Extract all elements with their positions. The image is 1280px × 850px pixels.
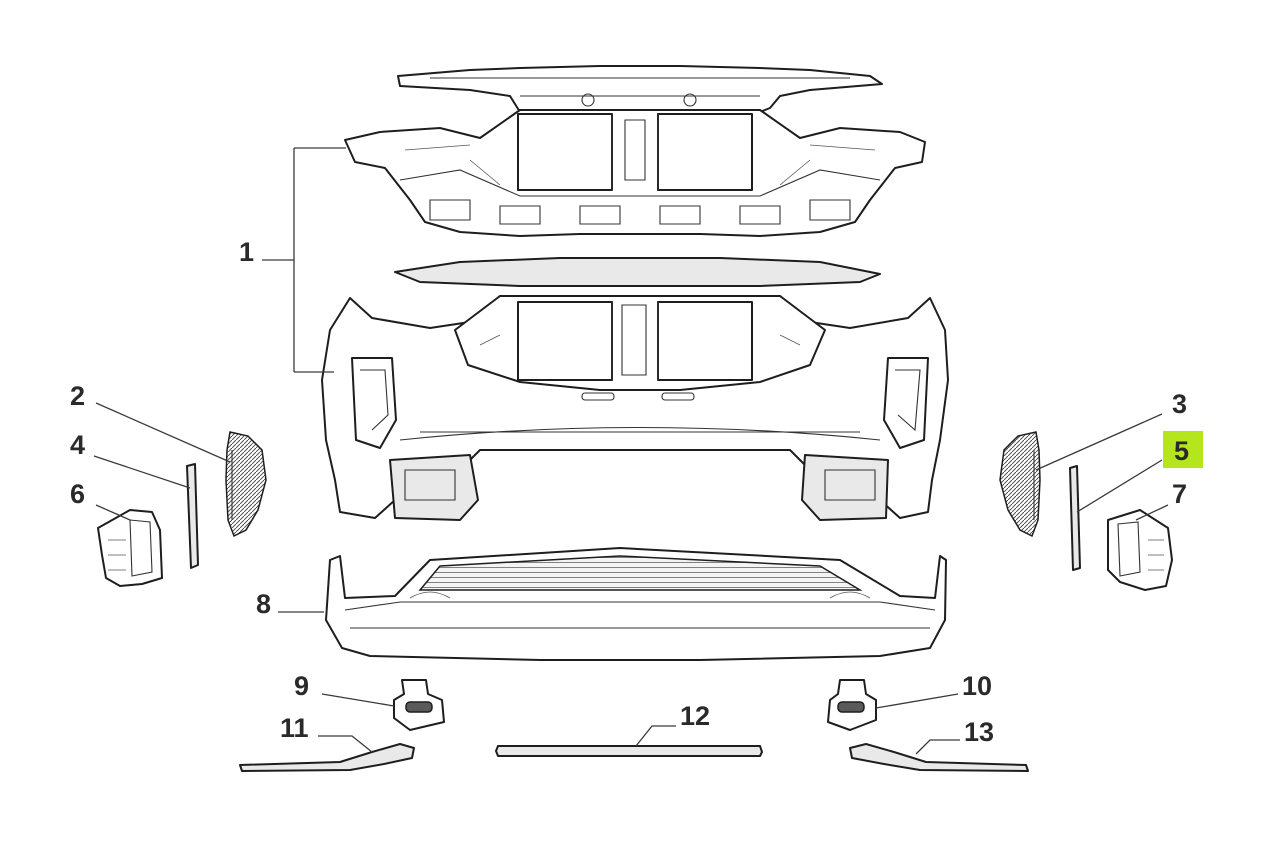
- part-12-center-lower-strip[interactable]: [495, 745, 763, 757]
- callout-1[interactable]: 1: [239, 237, 254, 267]
- leader-7: [1135, 504, 1169, 521]
- callout-2[interactable]: 2: [70, 381, 85, 411]
- leader-9: [321, 693, 395, 707]
- part-1-upper-crossmember[interactable]: [344, 65, 926, 237]
- callout-9[interactable]: 9: [294, 671, 309, 701]
- callout-10[interactable]: 10: [962, 671, 992, 701]
- callout-3[interactable]: 3: [1172, 389, 1187, 419]
- part-5-right-trim-strip[interactable]: [1069, 465, 1081, 571]
- part-11-left-lower-trim[interactable]: [239, 743, 415, 772]
- leader-12: [635, 725, 676, 747]
- leader-3: [1035, 413, 1163, 471]
- part-6-left-fog-bracket[interactable]: [97, 509, 163, 587]
- leader-5: [1076, 459, 1163, 513]
- callout-8[interactable]: 8: [256, 589, 271, 619]
- part-10-right-bracket[interactable]: [827, 679, 877, 731]
- part-13-right-lower-trim[interactable]: [849, 743, 1029, 772]
- part-2-left-grille-insert[interactable]: [225, 431, 267, 538]
- callout-5-highlight: [1163, 431, 1203, 468]
- callout-7[interactable]: 7: [1172, 479, 1187, 509]
- leader-11: [318, 735, 373, 753]
- leader-4: [93, 455, 191, 489]
- leader-lines: [93, 147, 1169, 755]
- leader-6: [95, 504, 131, 521]
- callout-11[interactable]: 11: [280, 713, 309, 743]
- callout-5[interactable]: 5: [1174, 436, 1189, 466]
- part-3-right-grille-insert[interactable]: [999, 431, 1041, 538]
- callout-4[interactable]: 4: [70, 430, 85, 460]
- part-9-left-bracket[interactable]: [393, 679, 445, 731]
- part-8-lower-bumper-skid[interactable]: [325, 547, 947, 661]
- part-1-upper-trim-strip[interactable]: [394, 257, 881, 287]
- part-1-bumper-cover[interactable]: [321, 295, 949, 521]
- part-7-right-fog-bracket[interactable]: [1107, 509, 1173, 591]
- callout-13[interactable]: 13: [964, 717, 994, 747]
- callout-6[interactable]: 6: [70, 479, 85, 509]
- leader-10: [875, 693, 959, 709]
- leader-1: [262, 147, 346, 373]
- part-4-left-trim-strip[interactable]: [186, 463, 199, 569]
- callouts: 1 2 3 4 5 6 7 8 9 10 11 12 13: [70, 237, 1203, 747]
- callout-12[interactable]: 12: [680, 701, 710, 731]
- leader-13: [915, 739, 960, 755]
- leader-2: [95, 402, 231, 463]
